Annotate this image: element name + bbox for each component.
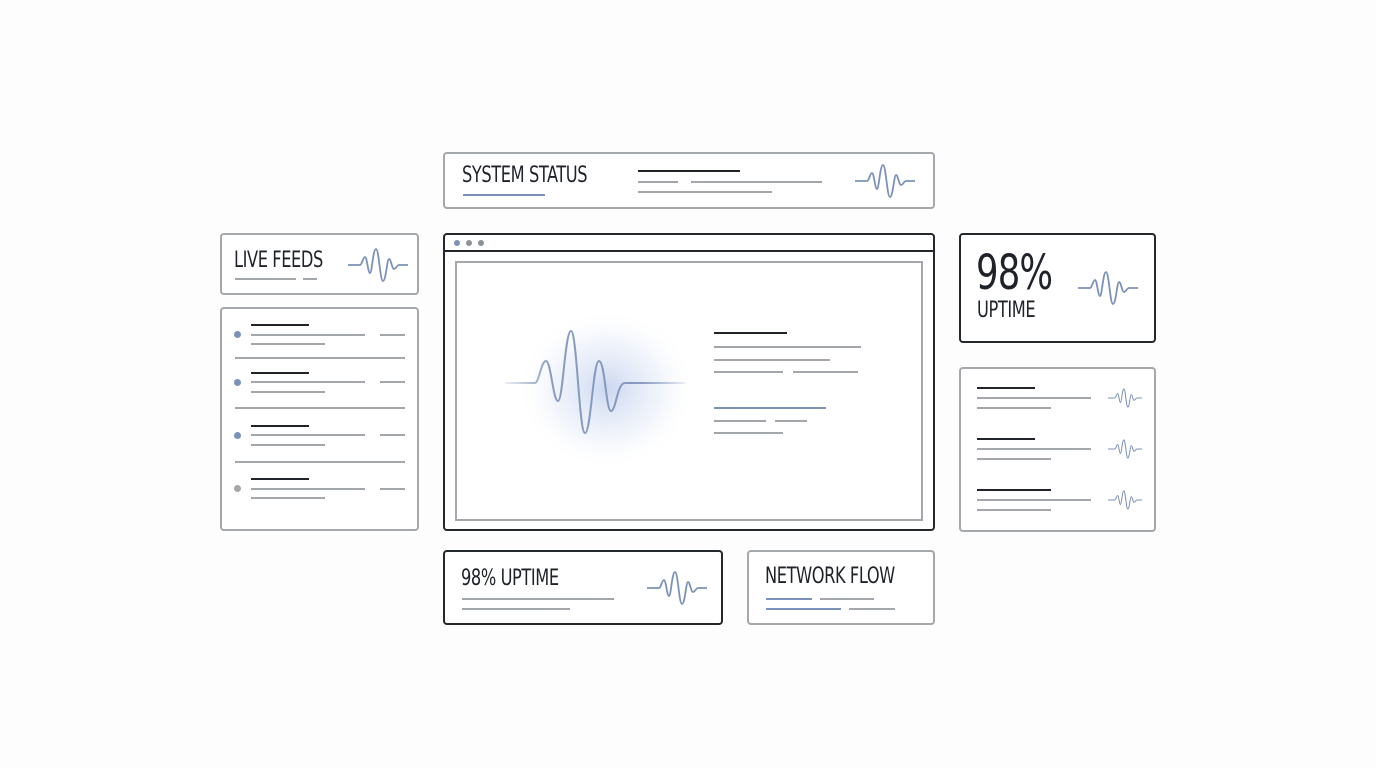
network-flow-card[interactable]: NETWORK FLOW [747,550,935,625]
window-titlebar [445,235,933,252]
hero-waveform-icon [505,329,685,435]
window-control-dot-icon[interactable] [466,240,472,246]
uptime-label: UPTIME [977,298,1036,323]
network-flow-title: NETWORK FLOW [765,564,895,589]
system-status-title: SYSTEM STATUS [462,163,588,188]
title-underline [463,194,545,196]
placeholder-line [977,489,1051,491]
placeholder-line [714,432,783,434]
live-feeds-title: LIVE FEEDS [234,248,323,273]
placeholder-line [977,458,1051,460]
placeholder-line [977,509,1051,511]
status-dot-icon [234,379,241,386]
content-frame [455,261,923,521]
status-dot-icon [234,432,241,439]
divider [235,357,405,359]
placeholder-line [380,434,405,436]
window-control-dot-icon[interactable] [478,240,484,246]
placeholder-line [251,478,309,480]
placeholder-line [380,381,405,383]
window-control-dot-icon[interactable] [454,240,460,246]
status-dot-icon [234,485,241,492]
placeholder-line [714,371,783,373]
placeholder-line [251,425,309,427]
placeholder-line [977,448,1091,450]
placeholder-line [977,499,1091,501]
placeholder-line [251,372,309,374]
waveform-icon [855,163,915,199]
placeholder-line [251,391,325,393]
placeholder-link-line[interactable] [714,407,826,409]
placeholder-line [462,598,614,600]
placeholder-line [849,608,895,610]
placeholder-line [691,181,822,183]
placeholder-line [303,278,317,280]
placeholder-line [380,334,405,336]
placeholder-line [714,346,861,348]
placeholder-line [235,278,296,280]
placeholder-line [766,608,841,610]
placeholder-line [251,343,325,345]
divider [235,461,405,463]
live-feeds-card[interactable]: LIVE FEEDS [220,233,419,295]
main-window [443,233,935,531]
waveform-icon [348,247,408,283]
divider [235,407,405,409]
placeholder-line [714,359,830,361]
placeholder-line [793,371,858,373]
waveform-icon [1108,489,1142,511]
placeholder-line [775,420,807,422]
placeholder-line [977,387,1035,389]
placeholder-line [251,334,365,336]
status-dot-icon [234,331,241,338]
placeholder-line [766,598,812,600]
waveform-icon [1108,387,1142,409]
uptime-value: 98% [976,245,1053,301]
placeholder-line [251,324,309,326]
system-status-card[interactable]: SYSTEM STATUS [443,152,935,209]
waveform-icon [1078,270,1138,306]
signal-list-card [959,367,1156,532]
waveform-icon [1108,438,1142,460]
live-feeds-list [220,307,419,531]
placeholder-line [638,170,740,172]
placeholder-line [977,397,1091,399]
waveform-icon [647,570,707,606]
placeholder-line [251,444,325,446]
placeholder-line [638,181,678,183]
placeholder-line [251,434,365,436]
placeholder-line [251,381,365,383]
placeholder-line [820,598,874,600]
placeholder-line [714,420,766,422]
uptime-bar-card[interactable]: 98% UPTIME [443,550,723,625]
placeholder-line [714,332,787,334]
placeholder-line [251,497,325,499]
placeholder-line [977,438,1035,440]
placeholder-line [977,407,1051,409]
uptime-card[interactable]: 98% UPTIME [959,233,1156,343]
waveform-glow [517,309,697,469]
placeholder-line [638,191,772,193]
uptime-bar-title: 98% UPTIME [461,566,559,591]
placeholder-line [380,488,405,490]
placeholder-line [462,608,570,610]
placeholder-line [251,488,365,490]
